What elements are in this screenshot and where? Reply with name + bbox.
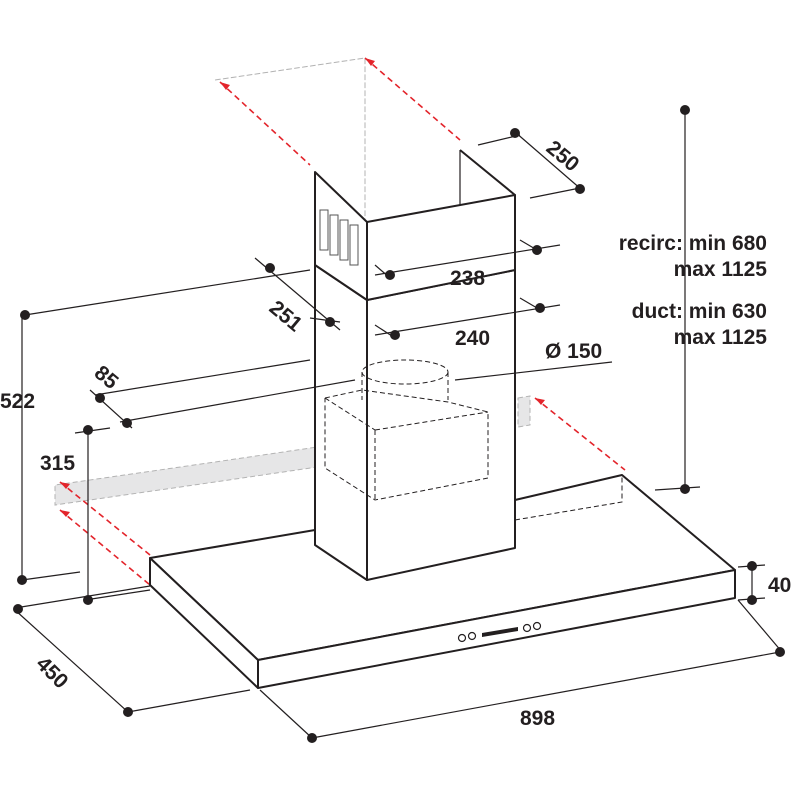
dim-lower-chimney-width: 240 bbox=[455, 327, 490, 350]
control-knob[interactable] bbox=[457, 633, 467, 643]
arrow-head bbox=[220, 82, 230, 90]
dim-hood-thickness: 40 bbox=[768, 574, 791, 597]
dim-hood-depth: 450 bbox=[31, 652, 72, 693]
dim-chimney-side: 251 bbox=[265, 296, 307, 336]
red-indicator-lower-left-2 bbox=[59, 509, 151, 586]
duct-max: max 1125 bbox=[674, 326, 768, 349]
hood-canopy bbox=[149, 474, 736, 689]
dim-chimney-depth: 250 bbox=[542, 136, 584, 176]
control-panel bbox=[457, 621, 542, 643]
arrow-head bbox=[365, 58, 375, 66]
dim-upper-chimney-width: 238 bbox=[450, 267, 485, 290]
vent-grille-icon bbox=[319, 209, 359, 266]
dim-hood-width: 898 bbox=[520, 707, 555, 730]
dimension-dots bbox=[13, 105, 785, 743]
recirc-max: max 1125 bbox=[674, 258, 768, 281]
red-indicator-lower-right bbox=[534, 397, 626, 471]
duct-min: duct: min 630 bbox=[632, 300, 767, 323]
wall-area-right bbox=[517, 395, 531, 428]
red-indicator-upper-left bbox=[219, 81, 311, 166]
dim-total-height: 522 bbox=[0, 390, 35, 413]
control-knob[interactable] bbox=[532, 621, 542, 631]
control-knob[interactable] bbox=[467, 631, 477, 641]
arrow-head bbox=[535, 398, 545, 405]
arrow-head bbox=[60, 510, 70, 517]
dim-outlet-diameter: Ø 150 bbox=[545, 340, 602, 363]
chimney bbox=[314, 149, 516, 581]
display-icon bbox=[482, 627, 518, 637]
dim-hood-height-to-outlet: 315 bbox=[40, 452, 75, 475]
red-indicator-upper-right bbox=[364, 57, 461, 141]
dim-offset: 85 bbox=[90, 361, 123, 394]
arrow-head bbox=[60, 482, 70, 489]
control-knob[interactable] bbox=[522, 623, 532, 633]
recirc-min: recirc: min 680 bbox=[619, 232, 767, 255]
